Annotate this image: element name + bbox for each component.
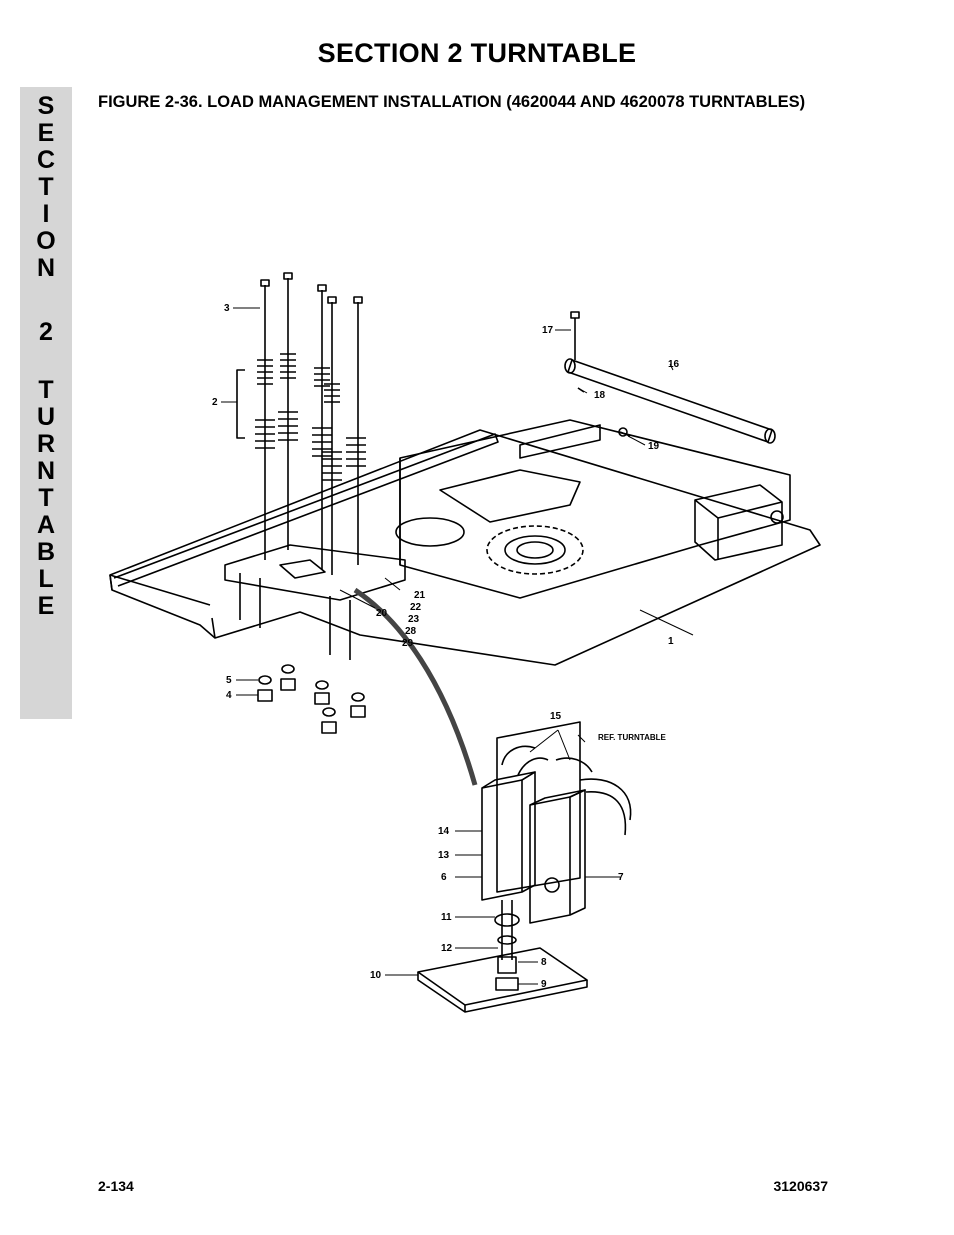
callout-1: 1 (668, 636, 674, 647)
callout-21: 21 (414, 590, 426, 601)
figure-caption: FIGURE 2-36. LOAD MANAGEMENT INSTALLATIO… (98, 93, 806, 111)
callout-11: 11 (441, 912, 452, 923)
side-tab-letter: C (36, 146, 56, 174)
side-tab-letter: E (37, 119, 55, 147)
callout-10: 10 (370, 970, 382, 981)
ref-turntable-note: REF. TURNTABLE (598, 733, 667, 742)
side-tab-letter: T (38, 173, 54, 201)
callout-20: 20 (376, 608, 388, 619)
callout-9: 9 (541, 979, 547, 990)
page-number: 2-134 (98, 1178, 134, 1194)
callout-2: 2 (212, 397, 218, 408)
callout-4: 4 (226, 690, 232, 701)
callout-22: 22 (410, 602, 422, 613)
side-tab-letter: I (42, 200, 50, 228)
callout-12: 12 (441, 943, 453, 954)
exploded-parts-drawing: 1 2 3 4 5 6 7 8 9 10 11 12 13 14 15 16 1… (109, 272, 821, 1013)
callout-6: 6 (441, 872, 447, 883)
callout-17: 17 (542, 325, 554, 336)
callout-13: 13 (438, 850, 450, 861)
callout-3: 3 (224, 303, 230, 314)
side-tab-letter: 2 (39, 318, 53, 346)
side-tab-letter: L (38, 565, 54, 593)
side-tab-letter: B (36, 538, 56, 566)
side-tab-letter: E (37, 592, 55, 620)
callout-14: 14 (438, 826, 450, 837)
side-tab-letter: A (36, 511, 56, 539)
side-tab-letter: N (36, 457, 56, 485)
callout-19: 19 (648, 441, 660, 452)
callout-7: 7 (618, 872, 624, 883)
side-tab-letter: S (37, 92, 55, 120)
callout-28: 28 (405, 626, 417, 637)
side-tab-letter: T (38, 484, 54, 512)
callout-8: 8 (541, 957, 547, 968)
callout-29: 29 (402, 638, 414, 649)
side-tab-letter: N (36, 254, 56, 282)
side-tab-letter: O (36, 227, 56, 255)
callout-18: 18 (594, 390, 606, 401)
callout-16: 16 (668, 359, 680, 370)
side-tab-letter: U (36, 403, 56, 431)
section-title: SECTION 2 TURNTABLE (317, 38, 637, 68)
side-tab-letter: T (38, 376, 54, 404)
section-side-tab: S E C T I O N 2 T U R N T A B L E (20, 87, 72, 719)
side-tab-letter: R (36, 430, 56, 458)
callout-23: 23 (408, 614, 420, 625)
callout-15: 15 (550, 711, 562, 722)
callout-5: 5 (226, 675, 232, 686)
document-number: 3120637 (773, 1178, 828, 1194)
